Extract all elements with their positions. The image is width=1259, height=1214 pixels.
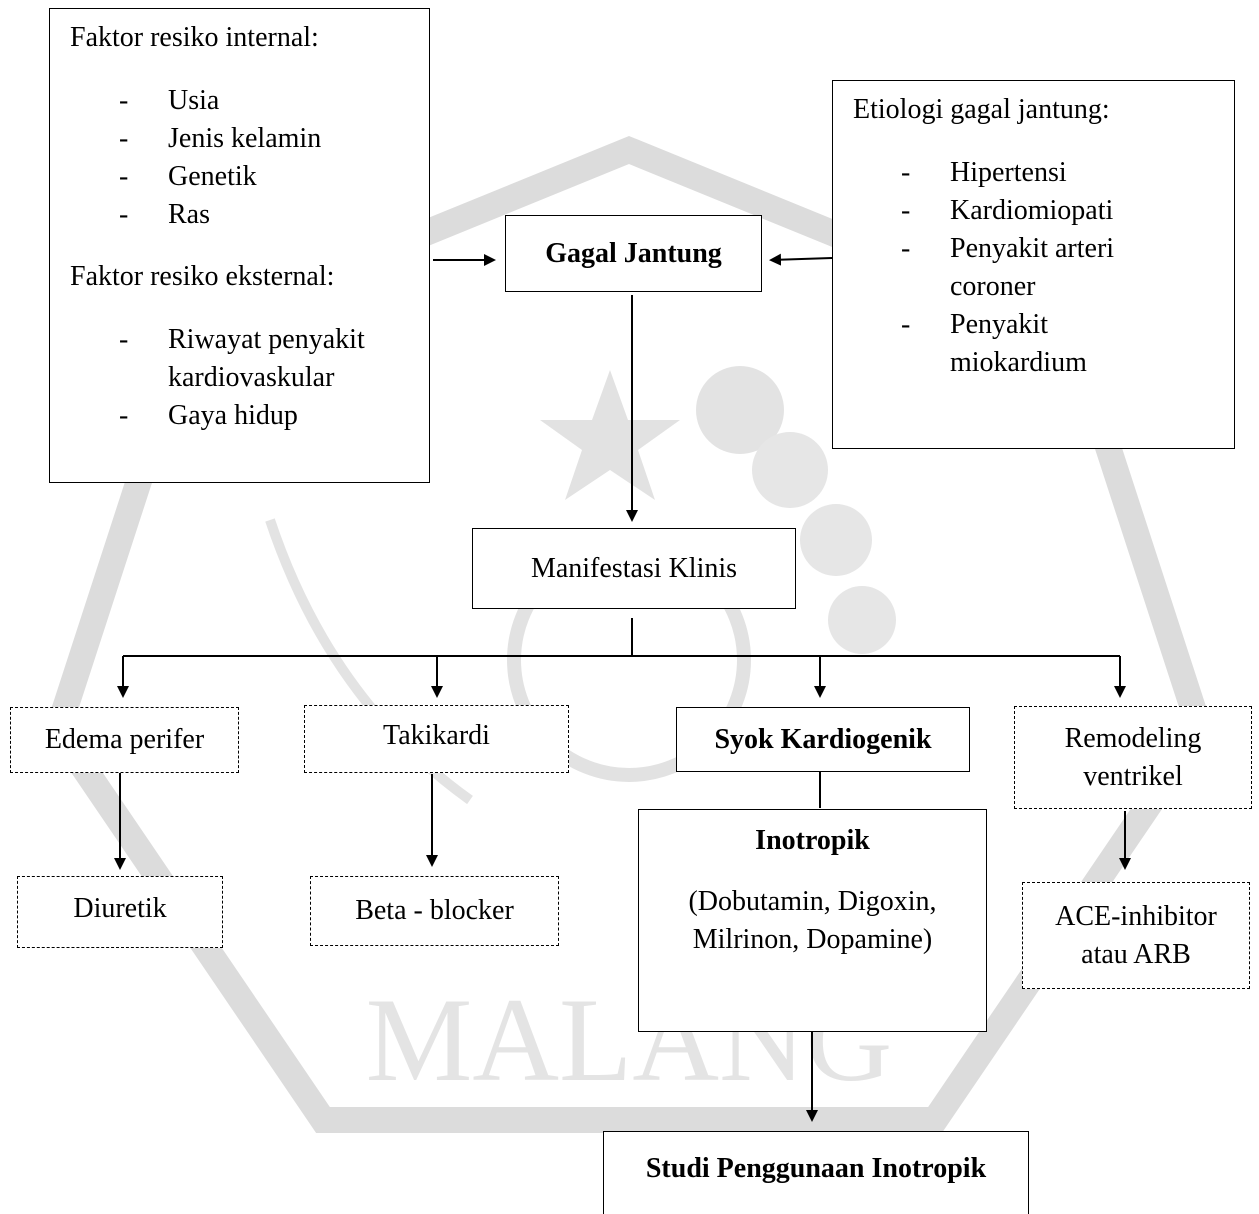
arrow-etiology-to-heart-failure (769, 253, 833, 266)
risk-factors-box: Faktor resiko internal: Usia Jenis kelam… (49, 8, 430, 483)
list-item: Penyakit arteri coroner (853, 230, 1183, 306)
list-item: Usia (71, 82, 411, 120)
watermark-orb (752, 432, 828, 508)
etiology-heading: Etiologi gagal jantung: (853, 94, 1110, 125)
ace-arb-box: ACE-inhibitor atau ARB (1022, 882, 1250, 989)
list-item: Ras (71, 196, 411, 234)
inotropic-drug-list: (Dobutamin, Digoxin, Milrinon, Dopamine) (688, 886, 937, 955)
list-item: Jenis kelamin (71, 120, 411, 158)
edema-box: Edema perifer (10, 707, 239, 773)
cardiogenic-shock-box: Syok Kardiogenik (676, 707, 970, 772)
list-item: Genetik (71, 158, 411, 196)
list-item: Kardiomiopati (853, 192, 1183, 230)
list-item: Hipertensi (853, 154, 1183, 192)
watermark-orb (800, 504, 872, 576)
ventricular-remodeling-box: Remodeling ventrikel (1014, 706, 1252, 809)
watermark-orb (828, 586, 896, 654)
internal-risk-list: Usia Jenis kelamin Genetik Ras (71, 82, 411, 234)
internal-risk-heading: Faktor resiko internal: (70, 22, 319, 53)
heart-failure-box: Gagal Jantung (505, 215, 762, 292)
list-item: Riwayat penyakit kardiovaskular (71, 321, 401, 397)
inotropic-box: Inotropik (Dobutamin, Digoxin, Milrinon,… (638, 809, 987, 1032)
external-risk-heading: Faktor resiko eksternal: (70, 261, 335, 292)
external-risk-list: Riwayat penyakit kardiovaskular Gaya hid… (71, 321, 401, 435)
beta-blocker-box: Beta - blocker (310, 876, 559, 946)
diuretic-box: Diuretik (17, 876, 223, 948)
watermark-star (540, 370, 680, 500)
list-item: Gaya hidup (71, 397, 401, 435)
tachycardia-box: Takikardi (304, 705, 569, 773)
inotropic-title: Inotropik (755, 825, 870, 856)
etiology-list: Hipertensi Kardiomiopati Penyakit arteri… (853, 154, 1183, 382)
watermark-orb (696, 366, 784, 454)
etiology-box: Etiologi gagal jantung: Hipertensi Kardi… (832, 80, 1235, 449)
list-item: Penyakit miokardium (853, 306, 1183, 382)
clinical-manifestation-box: Manifestasi Klinis (472, 528, 796, 609)
inotropic-study-box: Studi Penggunaan Inotropik (603, 1131, 1029, 1214)
